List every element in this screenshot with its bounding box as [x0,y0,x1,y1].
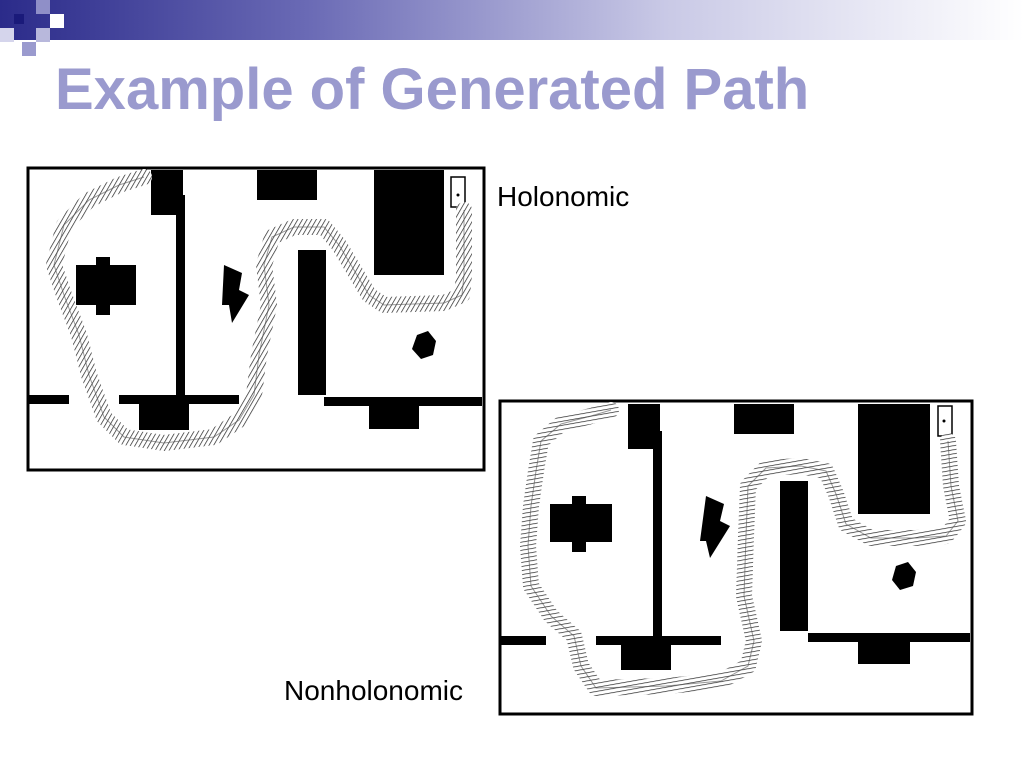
nonholonomic-label: Nonholonomic [284,675,463,707]
slide-title: Example of Generated Path [55,56,809,123]
decorative-squares-icon [0,0,80,60]
holonomic-label: Holonomic [497,181,629,213]
header-bar [0,0,1024,40]
nonholonomic-map [496,396,980,720]
holonomic-map [24,165,488,477]
